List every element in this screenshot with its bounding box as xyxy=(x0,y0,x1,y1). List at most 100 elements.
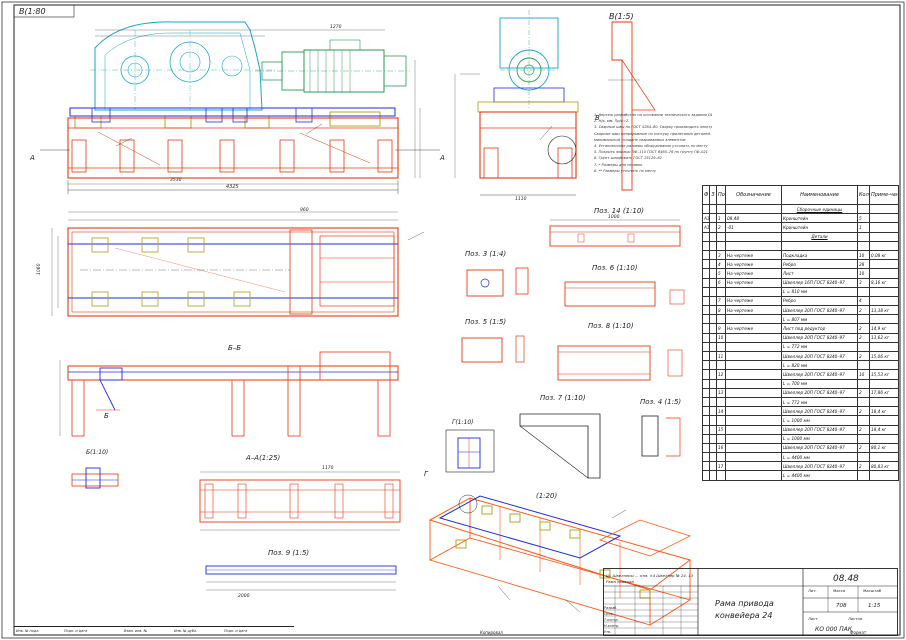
bom-row: L = 1000 мм xyxy=(702,433,899,444)
bom-section-title: Детали xyxy=(781,231,858,242)
bom-row: L = 772 мм xyxy=(702,341,899,353)
bom-cell xyxy=(725,203,782,215)
view-right-label: В(1:5) xyxy=(609,12,634,21)
bom-cell-pos: 12 xyxy=(716,369,726,380)
bom-cell-des xyxy=(725,387,782,398)
bom-cell-qty xyxy=(857,415,870,426)
bom-cell-qty xyxy=(857,240,870,251)
bom-cell-z xyxy=(709,415,717,426)
bom-cell xyxy=(857,231,870,242)
bom-cell-note: 15,06 кг xyxy=(869,350,899,362)
bom-cell-f xyxy=(702,378,710,389)
bom-cell-pos xyxy=(716,470,726,481)
bom-header-cell: З xyxy=(709,185,717,205)
bom-cell-note xyxy=(869,396,899,408)
bom-cell-pos: 6 xyxy=(716,277,726,288)
bom-cell-f xyxy=(702,259,710,270)
stamp-material-line1: Ш. Швеллеры ... отм. ±4 Швеллер № 24. 13 xyxy=(606,573,694,578)
end-view xyxy=(454,10,579,196)
note-line: 5. Покрыть эмалью ПФ–115 ГОСТ 6465–76 по… xyxy=(594,150,708,155)
bom-cell-qty: 2 xyxy=(857,305,870,316)
note-line: 2. Н/к. мм. Пр/к=2. xyxy=(594,119,630,124)
bom-cell-f xyxy=(702,433,710,444)
bom-cell xyxy=(869,203,899,215)
bom-cell-z xyxy=(709,360,717,371)
detail-v-view xyxy=(608,21,656,191)
note-line: Сварные швы непрерывные по контуру приле… xyxy=(594,131,712,136)
bom-cell-qty: 2 xyxy=(857,332,870,343)
bom-cell-f xyxy=(702,314,710,325)
stamp-lit-label: Лит. xyxy=(807,588,817,593)
bill-of-materials: Ф З Поз. Обозначение Наименование Кол. П… xyxy=(702,185,899,568)
bom-cell-f xyxy=(702,442,710,454)
bom-cell-note xyxy=(869,259,899,270)
bom-cell-pos: 17 xyxy=(716,461,726,472)
bom-cell-note xyxy=(869,314,899,325)
stamp-role: Н.контр. xyxy=(604,624,619,628)
stamp-scale: 1:15 xyxy=(868,603,881,609)
bom-cell-pos xyxy=(716,286,726,297)
bom-cell-note: 0,08 кг xyxy=(869,249,899,261)
note-line: 8. ** Размеры уточнить по месту xyxy=(594,168,657,173)
bom-cell-f: А1 xyxy=(702,213,710,224)
poz5-view xyxy=(461,335,525,363)
bom-cell-des: На чертеже xyxy=(725,295,782,307)
section-marker-a-left: А xyxy=(29,154,35,162)
bom-cell-f xyxy=(702,277,710,288)
bom-cell-note: 17,86 кг xyxy=(869,387,899,398)
bom-cell-des xyxy=(725,286,782,297)
bom-cell-name: L = 772 мм xyxy=(781,341,858,353)
bom-header-cell: Обозначение xyxy=(725,185,782,205)
bom-cell-des xyxy=(725,461,782,472)
bom-cell-des xyxy=(725,424,782,435)
bom-cell-z xyxy=(709,323,717,334)
note-line: 1. Чертеж разработан на основании технич… xyxy=(594,113,712,117)
bom-cell xyxy=(709,231,717,242)
bom-cell-qty: 10 xyxy=(857,268,870,279)
bom-cell-pos: 11 xyxy=(716,350,726,362)
bom-cell-des: На чертеже xyxy=(725,305,782,316)
bom-cell-qty xyxy=(857,433,870,444)
bom-cell-pos xyxy=(716,378,726,389)
bom-cell-des xyxy=(725,452,782,463)
bom-cell-pos xyxy=(716,314,726,325)
bom-cell-z xyxy=(709,314,717,325)
bom-cell-qty xyxy=(857,396,870,408)
bom-cell-name: L = 4400 мм xyxy=(781,470,858,481)
dim-960: 960 xyxy=(300,207,309,213)
bom-cell-z xyxy=(709,249,717,261)
detail-b-view xyxy=(71,467,119,489)
bom-cell-pos: 13 xyxy=(716,387,726,398)
bom-row: L = 700 мм xyxy=(702,378,899,389)
bom-cell-des: На чертеже xyxy=(725,323,782,334)
bom-cell-z xyxy=(709,350,717,362)
bom-cell-z xyxy=(709,396,717,408)
bom-header-cell: Наименование xyxy=(781,185,858,205)
bom-cell-z xyxy=(709,277,717,288)
section-marker-v: В xyxy=(595,114,600,122)
view-b-label: Б–Б xyxy=(228,344,241,352)
bom-cell xyxy=(702,203,710,215)
bom-cell-f xyxy=(702,452,710,463)
bom-cell-name: L = 807 мм xyxy=(781,314,858,325)
bom-cell-note xyxy=(869,268,899,279)
bom-cell-note: 13,62 кг xyxy=(869,332,899,343)
dim-1270: 1270 xyxy=(330,24,342,30)
bom-cell-f xyxy=(702,461,710,472)
top-left-label-box xyxy=(13,4,75,18)
bom-cell-name: L = 1000 мм xyxy=(781,433,858,444)
bom-cell-name: Швеллер 20П ГОСТ 8240–97 xyxy=(781,406,858,417)
note-line: минимальной толщине свариваемых элементо… xyxy=(594,137,686,142)
bom-cell-f xyxy=(702,470,710,481)
poz7-label: Поз. 7 (1:10) xyxy=(540,394,586,402)
bom-cell-f xyxy=(702,424,710,435)
bom-cell-pos xyxy=(716,415,726,426)
bom-cell-qty: 2 xyxy=(857,323,870,334)
bom-header-cell: Ф xyxy=(702,185,710,205)
bom-section-title: Сборочные единицы xyxy=(781,203,858,215)
bom-cell-f xyxy=(702,369,710,380)
